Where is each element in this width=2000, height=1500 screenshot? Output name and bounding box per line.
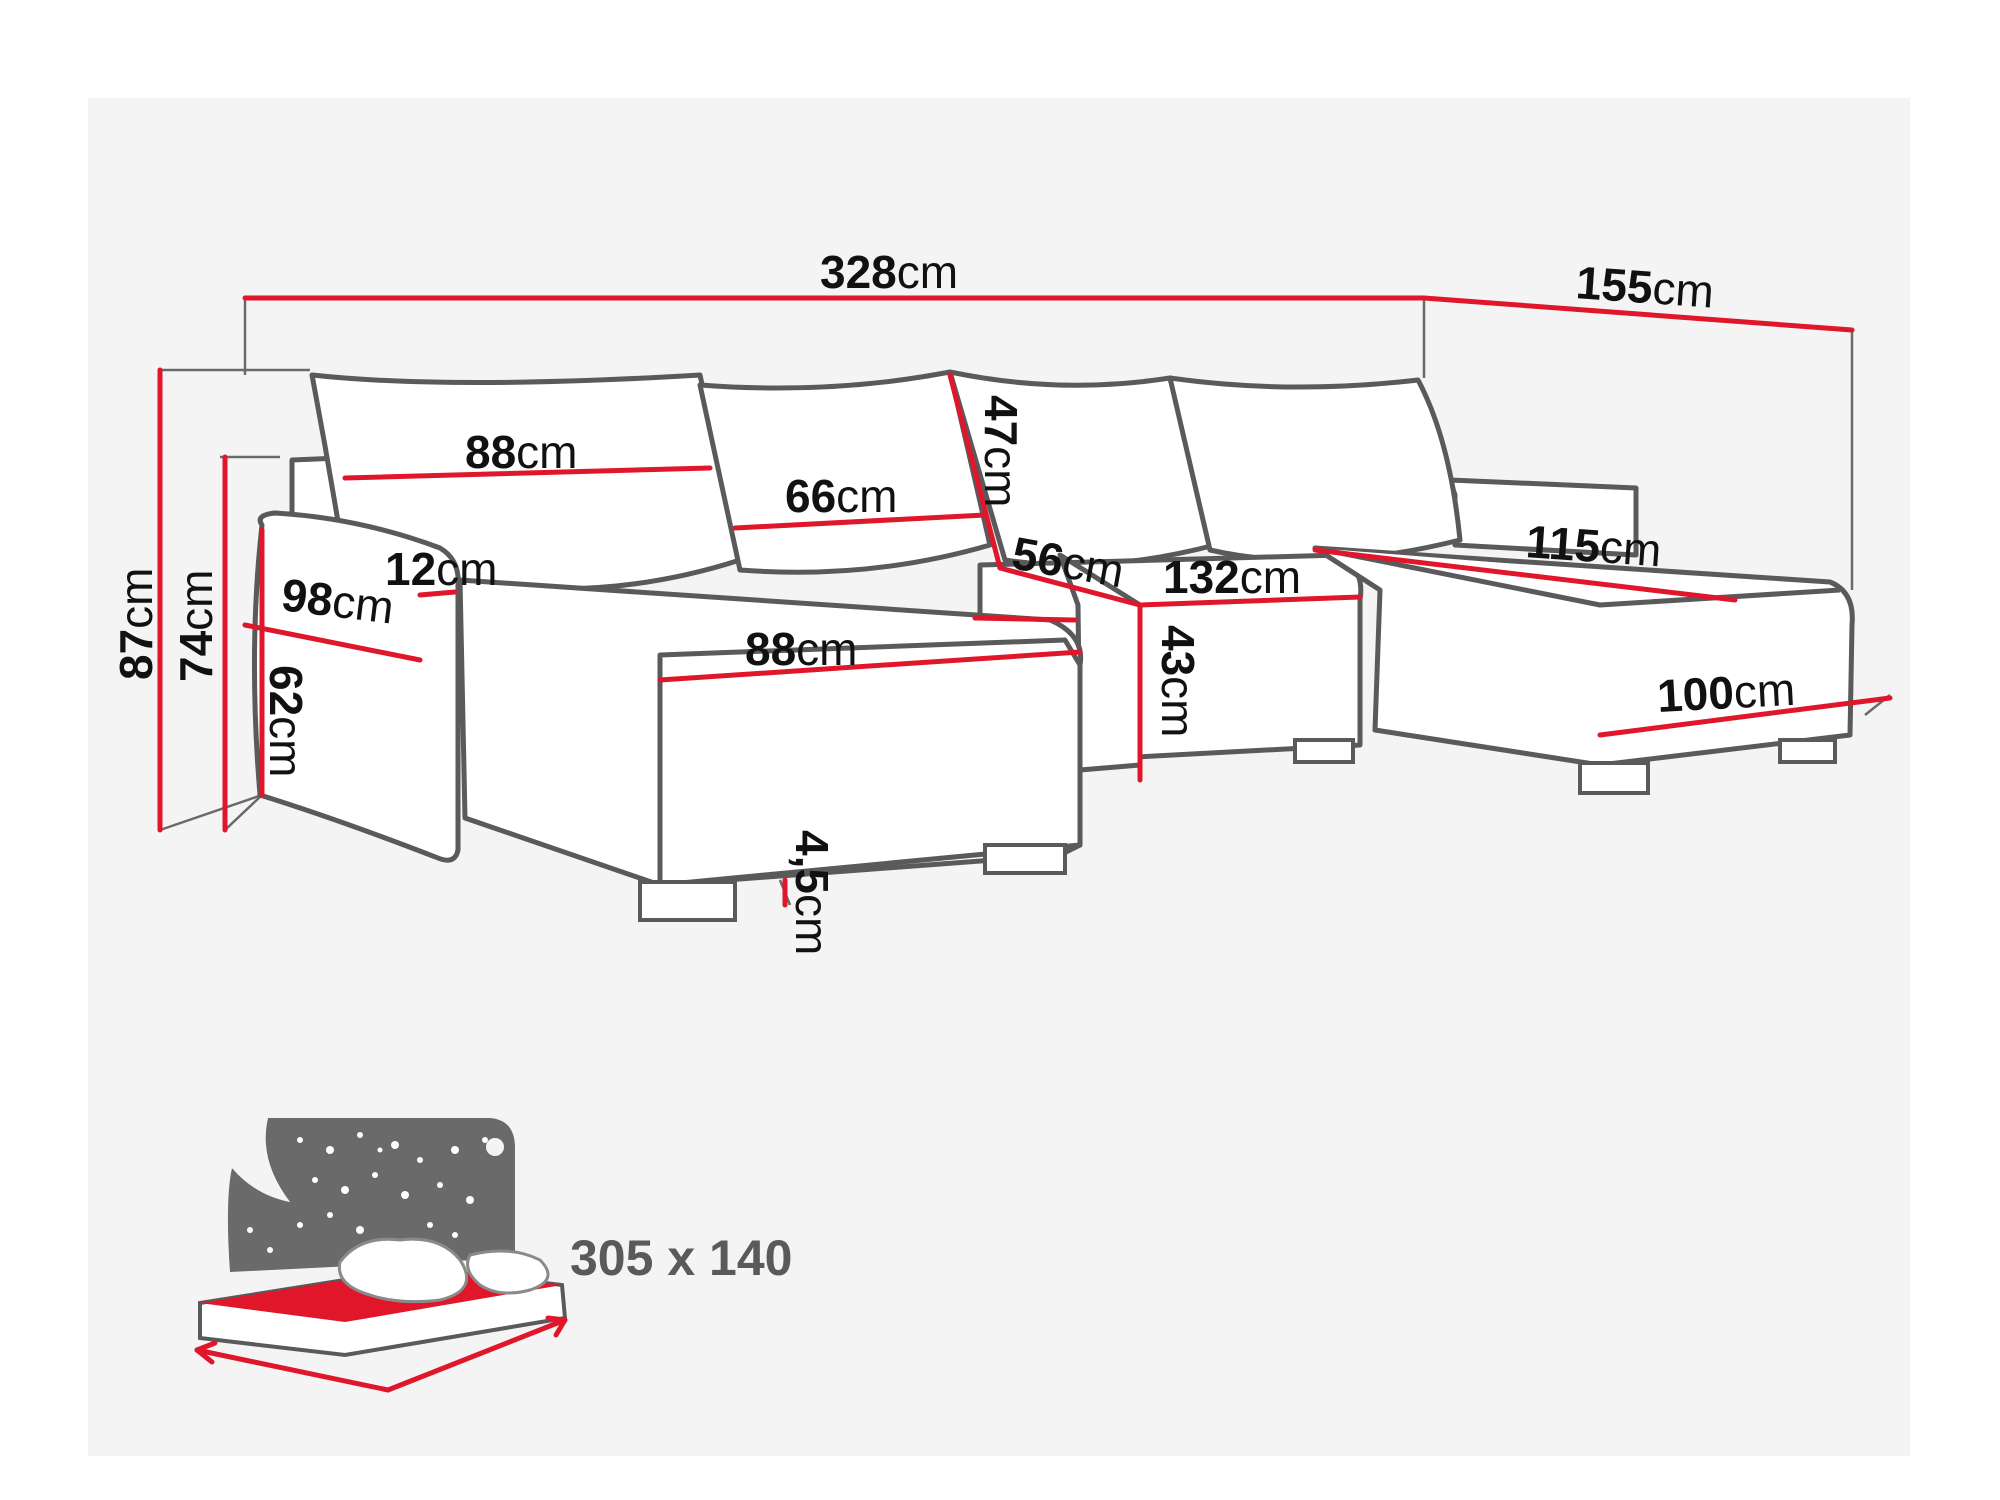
label-right-chaise-width-unit: cm: [1732, 663, 1796, 718]
svg-text:62cm: 62cm: [260, 665, 312, 778]
svg-text:132cm: 132cm: [1163, 551, 1301, 603]
svg-text:43cm: 43cm: [1152, 625, 1204, 738]
svg-text:87cm: 87cm: [110, 568, 162, 681]
dimline-middle-width: [1137, 594, 1363, 608]
label-chaise-depth-value: 155: [1574, 256, 1654, 313]
label-seat-height-value: 43: [1152, 625, 1204, 676]
back-cushion-4: [1167, 375, 1463, 563]
starry-night-icon: [227, 1118, 515, 1272]
label-armrest-width-value: 12: [385, 543, 436, 595]
label-armrest-height-unit: cm: [170, 570, 222, 631]
label-total-height-unit: cm: [110, 568, 162, 629]
label-total-width-unit: cm: [897, 246, 958, 298]
label-middle-width-value: 132: [1163, 551, 1240, 603]
left-armrest: [251, 510, 461, 863]
label-backrest-value: 47: [975, 395, 1027, 446]
dimline-armrest-width: [417, 589, 458, 598]
svg-text:88cm: 88cm: [745, 623, 858, 675]
dimline-seat-front: [972, 615, 1078, 623]
leg: [1778, 738, 1837, 764]
leg: [638, 880, 737, 922]
right-chaise-top: [1314, 545, 1841, 608]
dimline-cushion-2: [732, 512, 988, 531]
label-right-chaise-length-unit: cm: [1598, 520, 1663, 576]
label-total-height-value: 87: [110, 629, 162, 680]
svg-text:56cm: 56cm: [1008, 527, 1128, 598]
dimline-side-depth: [242, 622, 423, 663]
sofa-outline: [251, 369, 1855, 922]
width-arrow-icon: [194, 1315, 568, 1393]
svg-text:4,5cm: 4,5cm: [786, 830, 838, 955]
dimline-chaise-depth: [1421, 295, 1855, 333]
label-leg-height-value: 4,5: [786, 830, 838, 894]
dimension-lines: [157, 295, 1893, 908]
svg-text:74cm: 74cm: [170, 570, 222, 683]
dimline-left-chaise: [657, 649, 1083, 683]
label-right-chaise-width-value: 100: [1656, 666, 1735, 722]
dimline-backrest: [947, 372, 1003, 571]
label-side-depth-value: 98: [279, 568, 336, 626]
sleeping-area-label: 305 x 140: [570, 1230, 792, 1286]
label-leg-height-unit: cm: [786, 894, 838, 955]
svg-text:155cm: 155cm: [1574, 256, 1715, 318]
label-backrest-unit: cm: [975, 446, 1027, 507]
label-armrest-width-unit: cm: [436, 543, 497, 595]
label-total-width-value: 328: [820, 246, 897, 298]
left-chaise-front: [657, 637, 1083, 888]
svg-text:100cm: 100cm: [1656, 663, 1797, 722]
svg-text:12cm: 12cm: [385, 543, 498, 595]
dimline-right-chaise-width: [1597, 695, 1893, 738]
leg: [1293, 738, 1355, 764]
label-seat-height-unit: cm: [1152, 676, 1204, 737]
pillow-icon: [337, 1237, 550, 1304]
label-cushion-1-value: 88: [465, 426, 516, 478]
label-middle-width-unit: cm: [1240, 551, 1301, 603]
label-armrest-height-value: 74: [170, 630, 222, 682]
label-cushion-1-unit: cm: [516, 426, 577, 478]
svg-text:328cm: 328cm: [820, 246, 958, 298]
back-cushion-2: [697, 369, 993, 575]
label-cushion-2-unit: cm: [836, 470, 897, 522]
svg-text:66cm: 66cm: [785, 470, 898, 522]
svg-text:98cm: 98cm: [279, 568, 397, 633]
leg: [983, 843, 1067, 875]
svg-text:47cm: 47cm: [975, 395, 1027, 508]
label-chaise-depth-unit: cm: [1651, 261, 1716, 317]
svg-text:88cm: 88cm: [465, 426, 578, 478]
back-cushion-1: [309, 372, 743, 592]
label-right-chaise-length-value: 115: [1524, 515, 1602, 572]
label-side-depth-unit: cm: [330, 575, 397, 634]
label-left-chaise-value: 88: [745, 623, 796, 675]
label-cushion-2-value: 66: [785, 470, 836, 522]
label-side-height-unit: cm: [260, 716, 312, 777]
dimline-seat-depth: [997, 565, 1143, 608]
dimline-right-chaise-length: [1312, 547, 1738, 603]
dimline-cushion-1: [342, 465, 713, 481]
dimension-labels: 328cm 155cm 87cm 74cm 98cm 62cm 12cm 88c…: [110, 246, 1796, 955]
label-left-chaise-unit: cm: [796, 623, 857, 675]
right-chaise: [1312, 545, 1855, 768]
label-side-height-value: 62: [260, 665, 312, 716]
label-seat-depth-unit: cm: [1059, 536, 1128, 598]
label-seat-depth-value: 56: [1008, 527, 1067, 587]
bed-icon: [194, 1118, 568, 1393]
leg: [1578, 761, 1650, 795]
svg-text:115cm: 115cm: [1524, 515, 1663, 576]
